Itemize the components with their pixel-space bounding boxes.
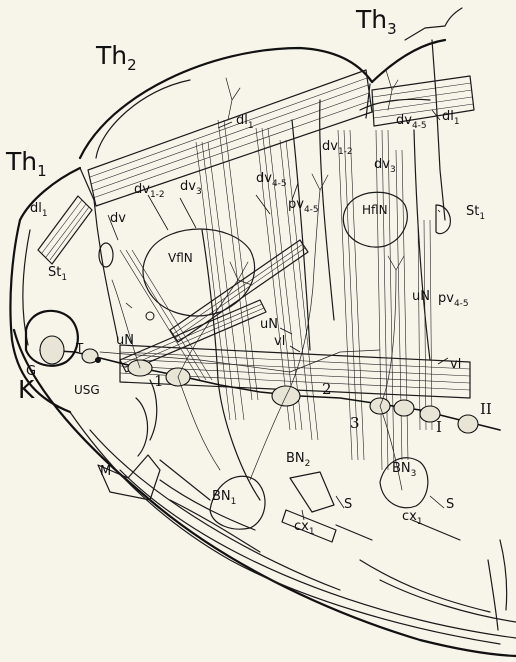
label-leaders [108,110,448,520]
label-ganglion-II: II [480,400,492,418]
fore-wing-nerve-region [143,229,255,316]
dorsal-longitudinal-muscle-th1 [38,196,92,264]
label-dv45-th2: dv4-5 [256,171,287,189]
ganglion-II [458,415,478,433]
label-dv: dv [110,211,126,226]
label-bn1: BN1 [212,489,236,507]
label-T: T [75,341,84,355]
label-dl1-th2: dl1 [236,113,254,131]
label-th3: Th3 [355,5,397,38]
label-dv12-th3: dv1-2 [322,139,353,157]
label-M: M [100,464,111,479]
label-ganglion-3: 3 [350,414,360,432]
label-bn3: BN3 [392,461,416,479]
label-USG: USG [74,383,100,397]
label-vl-th2: vl [274,334,285,349]
label-S-th2: S [344,497,352,512]
labels: Th1 Th2 Th3 K G T M USG dl1 dl1 dl1 St1 … [5,5,492,537]
spiracle-th3 [436,205,450,234]
label-dv3-th3: dv3 [374,157,396,175]
label-dl1-th1: dl1 [30,201,48,219]
dorsal-longitudinal-muscle-th2 [88,70,372,206]
ganglion-3b [394,400,414,416]
label-dl1-th3: dl1 [442,109,460,127]
label-bn2: BN2 [286,451,310,469]
label-G: G [26,364,36,379]
label-K: K [18,375,35,404]
label-S-th3: S [446,497,454,512]
label-un-th3: uN [412,289,430,304]
ventral-outline [14,330,516,656]
label-hfin: HflN [362,203,388,217]
label-cx1-th3: cx1 [402,509,423,527]
hind-wing-nerve-region [343,192,407,247]
label-st1-th3: St1 [466,204,485,222]
label-un-th2: uN [260,317,278,332]
label-un-front: uN [116,333,134,348]
label-ganglion-I: I [436,418,442,436]
label-st1-th1: St1 [48,265,67,283]
ganglion-G [40,336,64,364]
label-th2: Th2 [95,41,137,74]
label-pv45-th2: pv4-5 [288,197,319,215]
label-vfin: VflN [168,251,193,265]
label-ganglion-1: 1 [154,372,164,390]
peripheral-nerves [112,70,404,490]
label-ganglion-2: 2 [322,380,332,398]
label-dv45-th3: dv4-5 [396,113,427,131]
body-outlines [10,8,516,656]
label-cx1-th2: cx1 [294,519,315,537]
label-vl-th3: vl [450,357,461,372]
label-th1: Th1 [5,147,47,180]
label-pv45-th3: pv4-5 [438,291,469,309]
label-dv3-th2: dv3 [180,179,202,197]
